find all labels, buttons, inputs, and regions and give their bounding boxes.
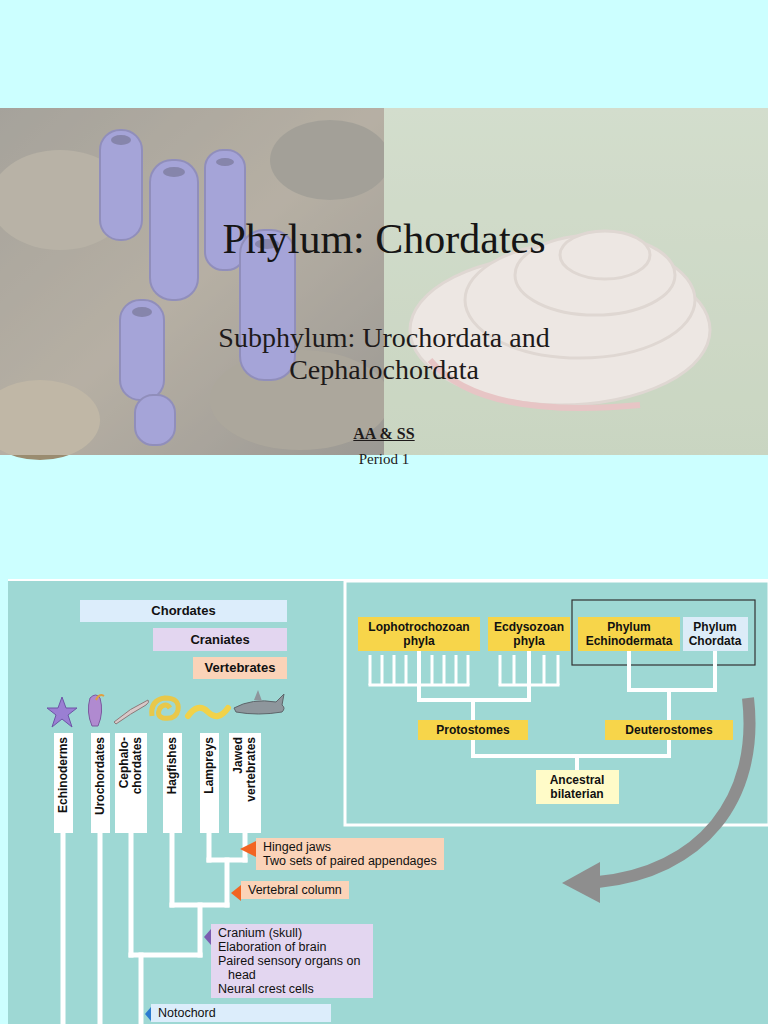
tree-branch — [669, 651, 715, 720]
tree-branch — [473, 651, 529, 720]
taxon-name: Jawed vertebrates — [232, 737, 258, 829]
taxon-column: Hagfishes — [163, 733, 182, 833]
taxon-name: Lampreys — [203, 737, 216, 829]
slide-subtitle: Subphylum: Urochordata and Cephalochorda… — [164, 322, 604, 386]
callout-pointer — [240, 841, 256, 857]
taxon-column: Echinoderms — [54, 733, 73, 833]
clade-name: Craniates — [190, 632, 249, 647]
tree-panel-frame — [345, 581, 768, 825]
phylum-box: Lophotrochozoan phyla — [358, 617, 480, 651]
taxon-name: Echinoderms — [57, 737, 70, 829]
box-label: Phylum Chordata — [687, 620, 744, 648]
clade-box: Deuterostomes — [605, 720, 733, 740]
callout-pointer — [204, 929, 211, 945]
clade-bar: Chordates — [80, 600, 287, 622]
slide-title: Phylum: Chordates — [0, 214, 768, 264]
taxon-column: Cephalo- chordates — [115, 733, 147, 833]
clade-name: Vertebrates — [205, 660, 276, 675]
callout-pointer — [231, 885, 241, 901]
class-period: Period 1 — [184, 449, 584, 469]
ancestor-box: Ancestral bilaterian — [536, 770, 619, 804]
phylum-box: Ecdysozoan phyla — [488, 617, 570, 651]
taxon-column: Lampreys — [200, 733, 219, 833]
tree-branch — [629, 651, 669, 720]
tree-branch — [419, 651, 473, 720]
trait-callout: Cranium (skull)Elaboration of brainPaire… — [211, 924, 373, 998]
tree-branch — [473, 740, 577, 770]
trait-callout: Hinged jawsTwo sets of paired appendages — [256, 838, 444, 870]
trait-callout: Vertebral column — [241, 881, 349, 899]
phylum-box: Phylum Chordata — [683, 617, 748, 651]
trait-text: Notochord — [158, 1006, 324, 1020]
trait-text: Two sets of paired appendages — [263, 854, 437, 868]
taxon-name: Cephalo- chordates — [118, 737, 144, 829]
deuterostome-highlight-frame — [572, 600, 755, 665]
photo-band — [0, 108, 768, 460]
taxon-column: Jawed vertebrates — [229, 733, 261, 833]
box-label: Phylum Echinodermata — [582, 620, 676, 648]
taxon-name: Hagfishes — [166, 737, 179, 829]
box-label: Protostomes — [422, 723, 524, 737]
clade-name: Chordates — [151, 603, 215, 618]
clade-bar: Vertebrates — [193, 657, 287, 679]
clade-box: Protostomes — [418, 720, 528, 740]
taxon-column: Urochordates — [91, 733, 110, 833]
trait-callout: Notochord — [151, 1004, 331, 1022]
clade-bar: Craniates — [153, 628, 287, 651]
taxon-name: Urochordates — [94, 737, 107, 829]
box-label: Ecdysozoan phyla — [492, 620, 566, 648]
box-label: Ancestral bilaterian — [540, 773, 615, 801]
box-label: Lophotrochozoan phyla — [362, 620, 476, 648]
slide-panel — [8, 580, 768, 1024]
animal-icons — [47, 690, 284, 727]
phylum-box: Phylum Echinodermata — [578, 617, 680, 651]
box-label: Deuterostomes — [609, 723, 729, 737]
trait-text: Paired sensory organs on head — [218, 954, 366, 982]
trait-text: Elaboration of brain — [218, 940, 366, 954]
trait-text: Vertebral column — [248, 883, 342, 897]
tree-branch — [577, 740, 669, 770]
trait-text: Cranium (skull) — [218, 926, 366, 940]
trait-text: Neural crest cells — [218, 982, 366, 996]
author-initials: AA & SS — [184, 424, 584, 444]
trait-text: Hinged jaws — [263, 840, 437, 854]
